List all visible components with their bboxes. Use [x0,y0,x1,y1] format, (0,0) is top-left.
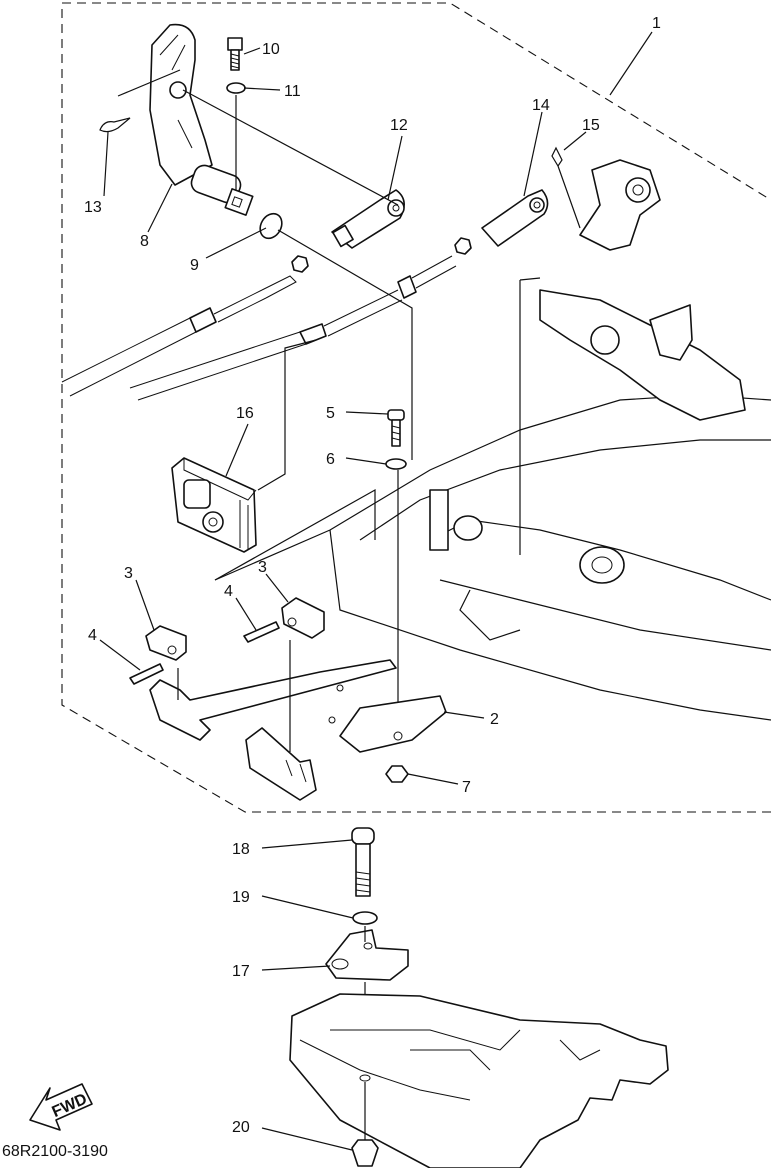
bracket-part-3-left [145,625,187,661]
bracket-part-3-right [281,597,325,639]
washer-part-11 [226,82,246,94]
callout-4-left: 4 [88,627,97,644]
callout-7: 7 [462,779,471,796]
throttle-lever-part-8 [149,23,254,216]
diagram-part-number: 68R2100-3190 [2,1143,108,1160]
throttle-cable [61,275,297,397]
callout-16: 16 [236,405,254,422]
fwd-arrow-icon: FWD [29,1083,93,1131]
cable-nut-right [454,237,472,255]
o-ring-part-9 [259,212,283,240]
washer-part-19 [352,911,378,925]
callout-5: 5 [326,405,335,422]
callout-17: 17 [232,963,250,980]
mount-hole [359,1074,371,1082]
pin-part-4-right [243,621,280,643]
washer-part-6 [385,458,407,470]
callout-15: 15 [582,117,600,134]
bolt-part-10 [227,37,243,71]
callout-9: 9 [190,257,199,274]
lever-bracket [579,159,661,251]
callout-19: 19 [232,889,250,906]
callout-14: 14 [532,97,550,114]
callout-3-right: 3 [258,559,267,576]
clip-part-15 [551,146,581,229]
callout-8: 8 [140,233,149,250]
bolt-part-18 [351,827,375,897]
callout-3-left: 3 [124,565,133,582]
nut-part-20 [351,1139,379,1167]
cable-nut-left [291,255,309,273]
callout-18: 18 [232,841,250,858]
callout-10: 10 [262,41,280,58]
engine-housing [329,277,771,721]
callout-12: 12 [390,117,408,134]
callout-11: 11 [284,83,301,100]
cable-joint-part-14 [481,189,549,247]
callout-1: 1 [652,15,661,32]
cable-cover-part-16 [171,457,257,553]
clip-part-13 [99,117,131,133]
plate-part-17 [325,929,409,981]
swivel-bracket [289,993,669,1168]
cable-joint-part-12 [331,189,405,249]
shift-cable [129,255,457,401]
callout-4-right: 4 [224,583,233,600]
assembly-boundary [61,2,771,813]
callout-6: 6 [326,451,335,468]
nut-part-7 [385,765,409,783]
pin-part-4-left [129,663,164,685]
callout-13: 13 [84,199,102,216]
callout-2: 2 [490,711,499,728]
bolt-part-5 [387,409,405,447]
callout-20: 20 [232,1119,250,1136]
